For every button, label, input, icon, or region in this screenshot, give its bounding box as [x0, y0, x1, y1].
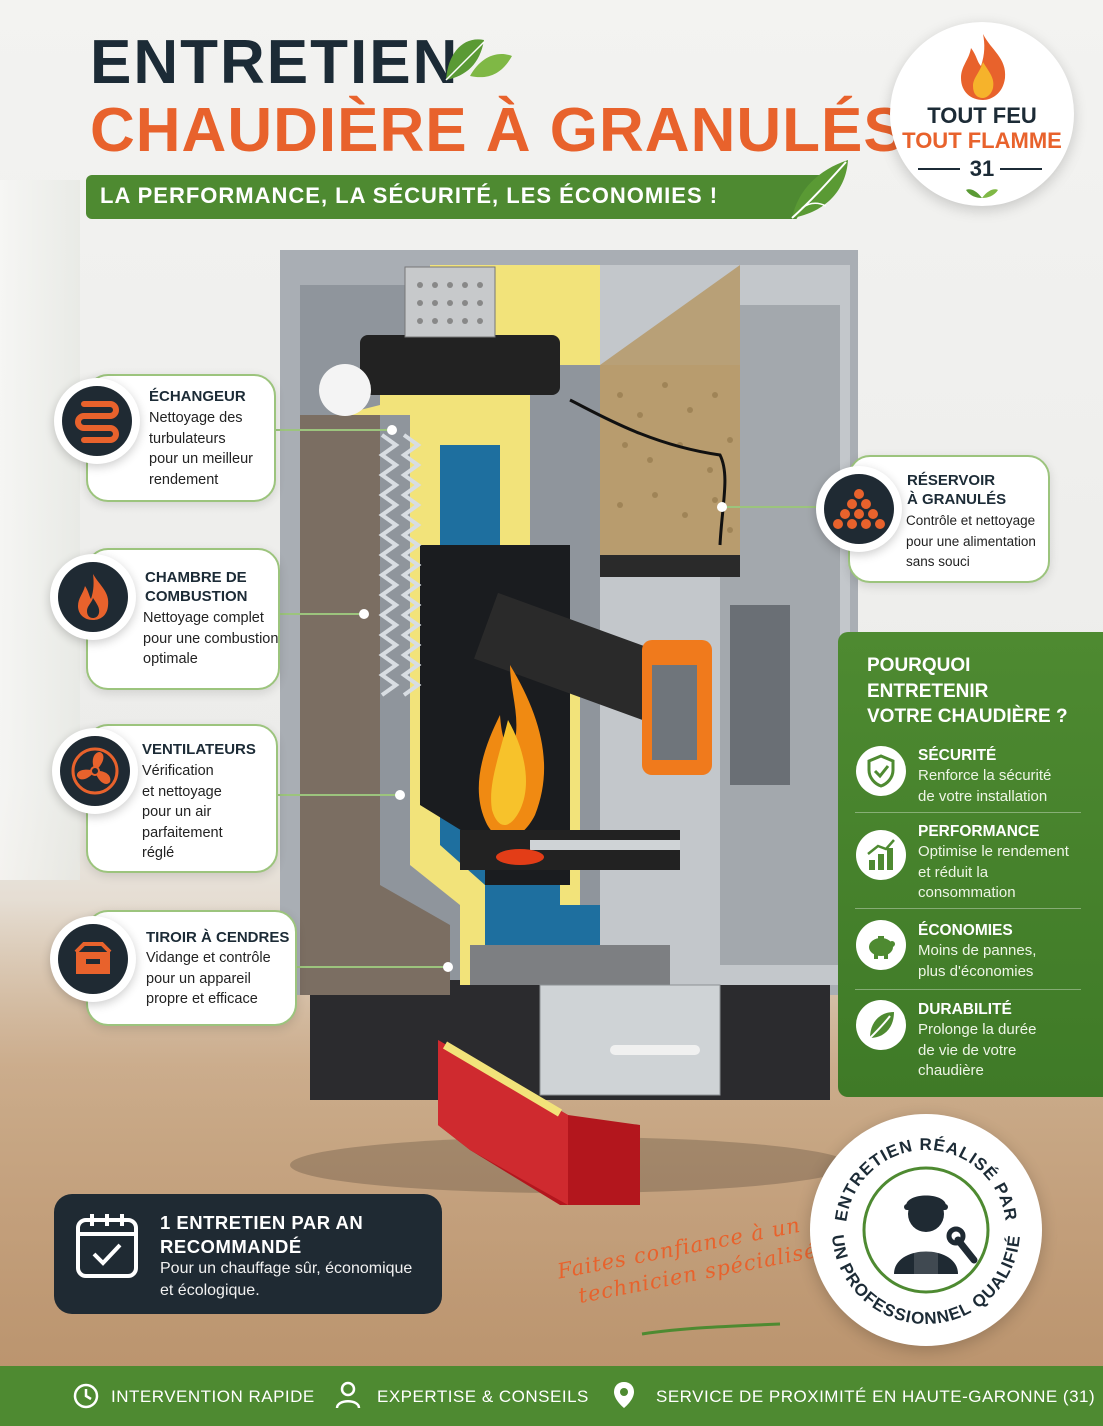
subtitle-banner-text: LA PERFORMANCE, LA SÉCURITÉ, LES ÉCONOMI…: [100, 183, 719, 208]
panel-item-security-title: SÉCURITÉ: [918, 747, 997, 764]
page-title-line1: ENTRETIEN: [90, 28, 460, 97]
bar-chart-icon: [867, 839, 895, 870]
ash-drawer-icon: [74, 942, 112, 974]
pellets-icon: [833, 489, 885, 529]
panel-separator: [855, 812, 1081, 813]
logo-text-3: 31: [969, 156, 995, 181]
panel-item-savings-icon-circle: [856, 920, 906, 970]
panel-item-savings-body: Moins de pannes,plus d'économies: [918, 942, 1037, 980]
company-logo: [890, 22, 1074, 206]
leaf-decor-icon: [445, 39, 512, 81]
callout-exchanger-icon-circle: [54, 378, 140, 464]
panel-item-savings-title: ÉCONOMIES: [918, 922, 1013, 939]
panel-item-performance-icon-circle: [856, 830, 906, 880]
clock-icon: [73, 1383, 99, 1409]
callout-ash-icon-circle: [50, 916, 136, 1002]
logo-leaf-icon: [966, 189, 998, 198]
callout-ash-title: TIROIR À CENDRES: [146, 929, 290, 946]
flame-icon: [78, 574, 109, 620]
technician-icon: [894, 1195, 978, 1274]
panel-item-security-icon-circle: [856, 746, 906, 796]
panel-item-durability-title: DURABILITÉ: [918, 1001, 1012, 1018]
footer-item-expertise: EXPERTISE & CONSEILS: [377, 1387, 589, 1406]
logo-flame-icon: [961, 34, 1006, 100]
callout-fans-title: VENTILATEURS: [142, 741, 256, 758]
subtitle-banner: [86, 175, 826, 219]
panel-item-performance-title: PERFORMANCE: [918, 823, 1040, 840]
piggy-bank-icon: [869, 936, 895, 959]
footer-bar: [0, 1366, 1103, 1426]
callout-exchanger-title: ÉCHANGEUR: [149, 388, 246, 405]
logo-line-right: [1000, 168, 1042, 170]
boiler-cutaway-illustration: [280, 250, 858, 1205]
footer-item-local-service: SERVICE DE PROXIMITÉ EN HAUTE-GARONNE (3…: [656, 1387, 1096, 1406]
logo-line-left: [918, 168, 960, 170]
location-pin-icon: [614, 1382, 634, 1408]
logo-text-2: TOUT FLAMME: [902, 128, 1062, 153]
leaf-banner-icon: [791, 160, 848, 219]
calendar-check-icon: [76, 1214, 138, 1278]
slogan-underline: [641, 1322, 781, 1336]
recommendation-card: [54, 1194, 442, 1314]
callout-pellet-icon-circle: [816, 466, 902, 552]
callout-combustion-icon-circle: [50, 554, 136, 640]
shield-check-icon: [867, 754, 895, 788]
heat-exchanger-icon: [75, 401, 119, 443]
page-title-line2: CHAUDIÈRE À GRANULÉS: [90, 96, 906, 165]
footer-item-fast-intervention: INTERVENTION RAPIDE: [111, 1387, 315, 1406]
leaf-icon: [869, 1012, 894, 1039]
user-icon: [335, 1381, 361, 1409]
svg-text:UN PROFESSIONNEL QUALIFIÉ: UN PROFESSIONNEL QUALIFIÉ: [828, 1234, 1024, 1329]
fan-icon: [71, 747, 119, 795]
panel-separator: [855, 908, 1081, 909]
badge-ring-text: ENTRETIEN RÉALISÉ PAR UN PROFESSIONNEL Q…: [828, 1135, 1024, 1329]
logo-text-1: TOUT FEU: [927, 103, 1037, 128]
callout-fans-icon-circle: [52, 728, 138, 814]
panel-item-durability-icon-circle: [856, 1000, 906, 1050]
panel-separator: [855, 989, 1081, 990]
